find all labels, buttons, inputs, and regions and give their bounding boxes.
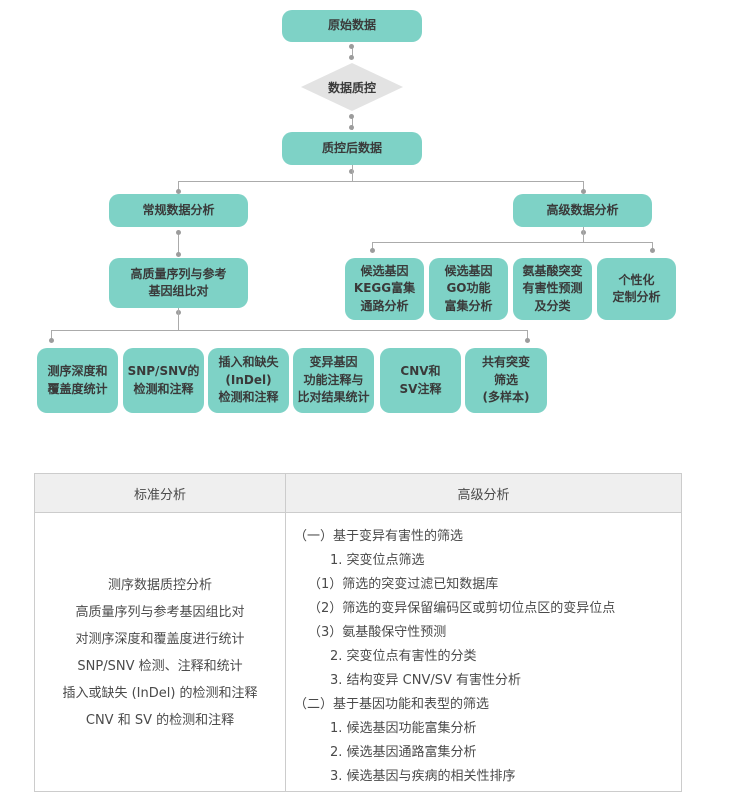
header-standard-analysis: 标准分析	[35, 474, 286, 512]
connector-line	[178, 181, 583, 182]
node-variant-gene-annotation: 变异基因 功能注释与 比对结果统计	[293, 348, 374, 413]
connector-line	[178, 231, 179, 256]
connector-line	[352, 45, 353, 59]
advanced-item: 2. 突变位点有害性的分类	[330, 649, 477, 664]
connector-dot	[525, 338, 530, 343]
connector-line	[352, 165, 353, 181]
connector-line	[352, 115, 353, 130]
header-advanced-analysis: 高级分析	[457, 487, 510, 503]
connector-dot	[349, 44, 354, 49]
connector-line	[527, 330, 528, 339]
connector-dot	[176, 252, 181, 257]
node-regular-analysis: 常规数据分析	[109, 194, 248, 227]
table-header-row: 标准分析 高级分析	[35, 474, 681, 513]
advanced-analysis-cell: （一）基于变异有害性的筛选 1. 突变位点筛选 （1）筛选的突变过滤已知数据库 …	[286, 513, 681, 792]
connector-dot	[349, 114, 354, 119]
standard-item: 测序数据质控分析	[107, 577, 212, 593]
node-alignment: 高质量序列与参考 基因组比对	[109, 258, 248, 308]
advanced-item: （2）筛选的变异保留编码区或剪切位点区的变异位点	[308, 601, 616, 616]
connector-line	[178, 181, 179, 190]
advanced-item: （一）基于变异有害性的筛选	[294, 529, 464, 544]
connector-dot	[349, 55, 354, 60]
connector-dot	[650, 248, 655, 253]
advanced-item: 3. 结构变异 CNV/SV 有害性分析	[330, 673, 522, 688]
node-amino-acid-prediction: 氨基酸突变 有害性预测 及分类	[513, 258, 592, 320]
node-qc-decision: 数据质控	[301, 63, 403, 111]
node-advanced-analysis: 高级数据分析	[513, 194, 652, 227]
table-body-row: 测序数据质控分析 高质量序列与参考基因组比对 对测序深度和覆盖度进行统计 SNP…	[35, 513, 681, 792]
node-indel: 插入和缺失 (InDel) 检测和注释	[208, 348, 289, 413]
node-cnv-sv: CNV和 SV注释	[380, 348, 461, 413]
node-go-enrichment: 候选基因 GO功能 富集分析	[429, 258, 508, 320]
standard-item: 对测序深度和覆盖度进行统计	[75, 631, 245, 647]
connector-line	[51, 330, 527, 331]
connector-dot	[370, 248, 375, 253]
node-qc-data: 质控后数据	[282, 132, 422, 165]
standard-item: 插入或缺失 (InDel) 的检测和注释	[62, 685, 258, 701]
pipeline-flowchart: 原始数据 数据质控 质控后数据 常规数据分析 高级数据分析 高质量序列与参考 基…	[37, 10, 676, 413]
node-raw-data: 原始数据	[282, 10, 422, 42]
standard-analysis-cell: 测序数据质控分析 高质量序列与参考基因组比对 对测序深度和覆盖度进行统计 SNP…	[35, 513, 286, 792]
node-kegg-pathway: 候选基因 KEGG富集 通路分析	[345, 258, 424, 320]
node-custom-analysis: 个性化 定制分析	[597, 258, 676, 320]
connector-line	[583, 227, 584, 242]
connector-dot	[176, 189, 181, 194]
node-shared-mutation: 共有突变 筛选 (多样本)	[465, 348, 547, 413]
analysis-table: 标准分析 高级分析 测序数据质控分析 高质量序列与参考基因组比对 对测序深度和覆…	[34, 473, 682, 792]
connector-line	[652, 242, 653, 250]
connector-line	[372, 242, 652, 243]
connector-line	[178, 308, 179, 330]
node-snp-snv: SNP/SNV的 检测和注释	[123, 348, 204, 413]
connector-dot	[176, 230, 181, 235]
standard-item: 高质量序列与参考基因组比对	[75, 604, 245, 620]
advanced-item: （3）氨基酸保守性预测	[308, 625, 447, 640]
advanced-item: 3. 候选基因与疾病的相关性排序	[330, 769, 516, 784]
connector-dot	[581, 189, 586, 194]
node-depth-coverage: 测序深度和 覆盖度统计	[37, 348, 118, 413]
advanced-item: （1）筛选的突变过滤已知数据库	[308, 577, 499, 592]
connector-line	[583, 181, 584, 190]
connector-dot	[49, 338, 54, 343]
standard-item: SNP/SNV 检测、注释和统计	[77, 658, 243, 674]
advanced-item: 1. 候选基因功能富集分析	[330, 721, 477, 736]
standard-item: CNV 和 SV 的检测和注释	[85, 712, 235, 728]
advanced-item: 2. 候选基因通路富集分析	[330, 745, 477, 760]
connector-line	[51, 330, 52, 339]
advanced-item: （二）基于基因功能和表型的筛选	[294, 697, 490, 712]
connector-dot	[349, 125, 354, 130]
connector-line	[372, 242, 373, 250]
advanced-item: 1. 突变位点筛选	[330, 553, 425, 568]
connector-dot	[349, 169, 354, 174]
